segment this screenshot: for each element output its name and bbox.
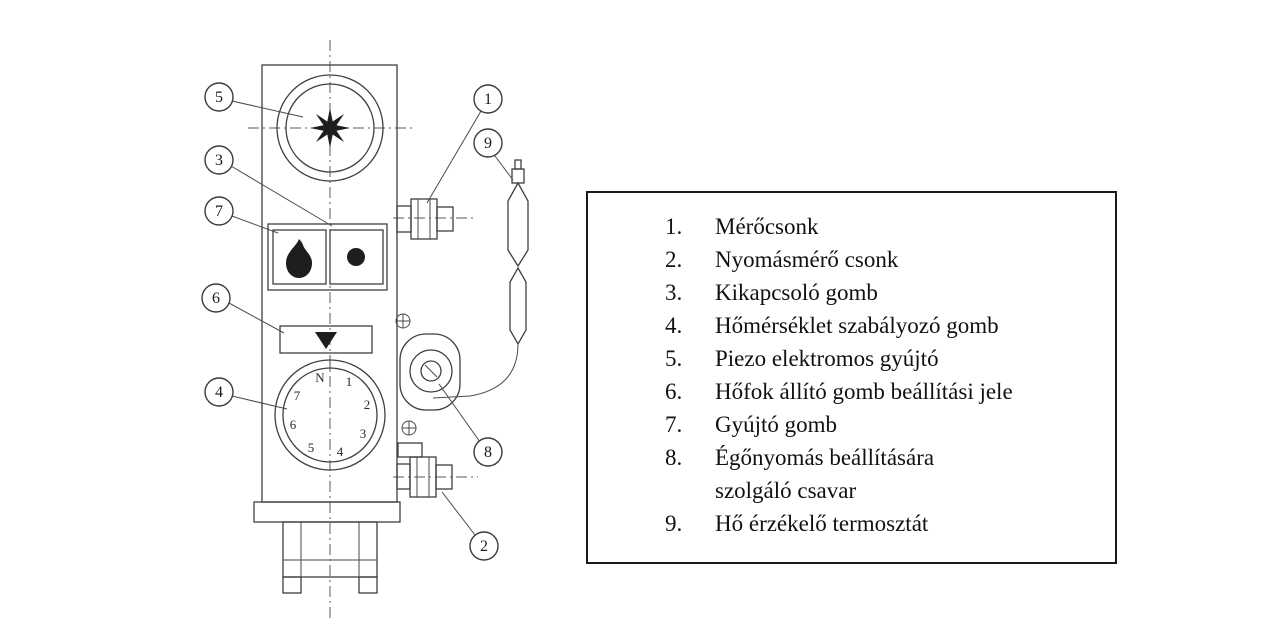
legend-item-number: 9. — [665, 511, 683, 536]
legend-item-1: 1. Mérőcsonk — [665, 210, 1105, 243]
callout-4: 4 — [204, 377, 234, 407]
legend-item-5: 5. Piezo elektromos gyújtó — [665, 342, 1105, 375]
legend-item-3: 3. Kikapcsoló gomb — [665, 276, 1105, 309]
pressure-stub — [396, 442, 453, 498]
legend-item-number: 6. — [665, 379, 683, 404]
triangle-mark-icon — [315, 332, 337, 349]
callout-8: 8 — [473, 437, 503, 467]
valve-body — [253, 64, 401, 594]
callout-number: 7 — [215, 203, 223, 220]
igniter-button — [272, 229, 327, 285]
callout-6: 6 — [201, 283, 231, 313]
legend-item-2: 2. Nyomásmérő csonk — [665, 243, 1105, 276]
leader-lines — [228, 100, 514, 536]
legend-item-text: Kikapcsoló gomb — [715, 280, 878, 305]
flame-icon — [286, 239, 312, 278]
switch-off-dot-icon — [347, 248, 365, 266]
piezo-igniter — [276, 74, 384, 182]
switch-off-button — [329, 229, 384, 285]
legend-item-8: 8. Égőnyomás beállítására szolgáló csava… — [665, 441, 1105, 507]
legend-item-number: 7. — [665, 412, 683, 437]
setting-mark — [279, 325, 373, 354]
temperature-dial: N 1 2 3 4 5 6 7 — [274, 359, 386, 471]
dial-label: 3 — [360, 426, 367, 441]
legend-item-text: Hő érzékelő termosztát — [715, 511, 929, 536]
measuring-stub — [396, 198, 454, 240]
thermostat-sensor — [432, 159, 529, 399]
callout-7: 7 — [204, 196, 234, 226]
legend-item-text: Hőfok állító gomb beállítási jele — [715, 379, 1013, 404]
legend-item-number: 3. — [665, 280, 683, 305]
legend-item-number: 1. — [665, 214, 683, 239]
callout-number: 3 — [215, 152, 223, 169]
callout-3: 3 — [204, 145, 234, 175]
dial-label: 7 — [294, 388, 301, 403]
legend-item-text: Piezo elektromos gyújtó — [715, 346, 939, 371]
callout-number: 8 — [484, 444, 492, 461]
callout-9: 9 — [473, 128, 503, 158]
legend-item-text-line1: Égőnyomás beállítására — [715, 445, 935, 470]
legend-item-text: Mérőcsonk — [715, 214, 819, 239]
legend-item-6: 6. Hőfok állító gomb beállítási jele — [665, 375, 1105, 408]
dial-label: N — [315, 370, 325, 385]
legend-item-number: 2. — [665, 247, 683, 272]
callout-2: 2 — [469, 531, 499, 561]
dial-label: 2 — [364, 397, 371, 412]
callout-number: 4 — [215, 384, 223, 401]
legend-item-text: Égőnyomás beállítására szolgáló csavar — [715, 441, 934, 507]
callout-number: 2 — [480, 538, 488, 555]
dial-label: 5 — [308, 440, 315, 455]
callout-5: 5 — [204, 82, 234, 112]
dial-label: 6 — [290, 417, 297, 432]
legend-item-7: 7. Gyújtó gomb — [665, 408, 1105, 441]
callout-number: 5 — [215, 89, 223, 106]
legend-item-number: 4. — [665, 313, 683, 338]
legend-item-text: Nyomásmérő csonk — [715, 247, 899, 272]
legend-item-4: 4. Hőmérséklet szabályozó gomb — [665, 309, 1105, 342]
callout-number: 6 — [212, 290, 220, 307]
legend-item-number: 5. — [665, 346, 683, 371]
burner-pressure-screw — [395, 313, 461, 436]
spark-icon — [310, 108, 350, 148]
dial-label: 4 — [337, 444, 344, 459]
dial-label: 1 — [346, 374, 353, 389]
legend-item-text: Gyújtó gomb — [715, 412, 838, 437]
legend-item-text: Hőmérséklet szabályozó gomb — [715, 313, 999, 338]
callout-1: 1 — [473, 84, 503, 114]
callout-number: 9 — [484, 135, 492, 152]
legend-box: 1. Mérőcsonk 2. Nyomásmérő csonk 3. Kika… — [586, 191, 1117, 564]
callout-number: 1 — [484, 91, 492, 108]
legend-item-number: 8. — [665, 445, 683, 470]
control-buttons-panel — [267, 223, 388, 291]
legend-item-9: 9. Hő érzékelő termosztát — [665, 507, 1105, 540]
legend-item-text-line2: szolgáló csavar — [715, 478, 857, 503]
